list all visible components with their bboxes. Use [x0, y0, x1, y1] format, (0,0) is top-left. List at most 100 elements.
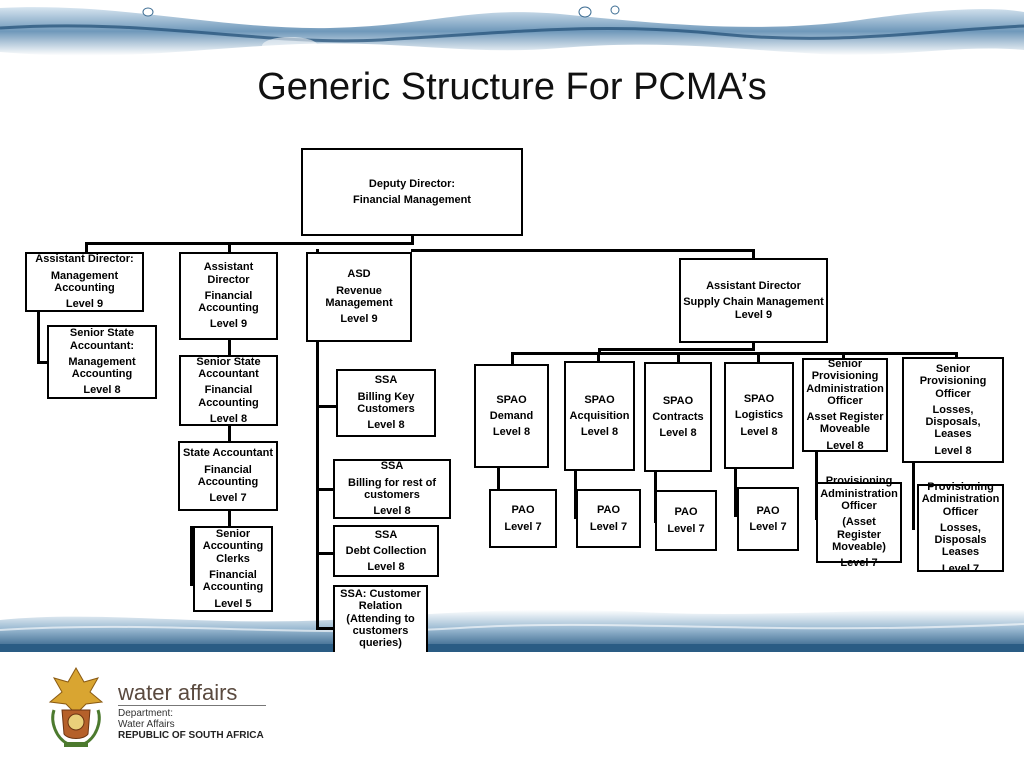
pao-contracts-box: PAO Level 7: [655, 490, 717, 551]
pao-acquisition-box: PAO Level 7: [576, 489, 641, 548]
box-text-line: Level 9: [65, 298, 104, 311]
pao-logistics-box: PAO Level 7: [737, 487, 799, 551]
box-text-line: Contracts: [652, 410, 704, 423]
box-text-line: State Accountant: [182, 447, 274, 460]
box-text-line: Level 8: [492, 426, 531, 439]
box-text-line: Logistics: [734, 409, 784, 422]
brand-divider: [118, 705, 266, 706]
connector-line: [734, 469, 737, 517]
water-splash-top-decoration: [0, 0, 1024, 70]
box-text-line: Senior State Accountant: [196, 355, 261, 381]
box-text-line: SPAO: [743, 393, 775, 406]
box-text-line: Asset Register Moveable: [806, 411, 884, 436]
connector-line: [597, 352, 600, 361]
box-text-line: Senior Provisioning Administration Offic…: [806, 357, 884, 407]
box-text-line: PAO: [674, 506, 698, 519]
box-text-line: Level 7: [749, 521, 787, 533]
box-text-line: SSA: Customer Relation (Attending to cus…: [340, 588, 421, 650]
pao-asset-register-box: Provisioning Administration Officer(Asse…: [816, 475, 902, 569]
box-text-line: Assistant Director:: [35, 253, 134, 266]
box-text-line: Level 8: [659, 427, 697, 440]
box-text-line: Level 8: [83, 384, 121, 397]
connector-line: [316, 488, 333, 491]
connector-line: [316, 405, 336, 408]
box-text-line: SSA: [374, 374, 398, 387]
country-name: REPUBLIC OF SOUTH AFRICA: [118, 730, 264, 741]
box-text-line: Level 8: [934, 444, 972, 457]
box-text-line: SSA: [380, 460, 404, 473]
connector-line: [912, 463, 915, 530]
box-text-line: Losses, Disposals Leases: [934, 521, 987, 559]
connector-line: [228, 426, 231, 441]
box-text-line: Losses, Disposals, Leases: [925, 403, 981, 441]
connector-line: [677, 352, 680, 362]
connector-line: [574, 471, 577, 519]
box-text-line: Billing for rest of customers: [348, 476, 436, 501]
box-text-line: Senior State Accountant:: [69, 327, 135, 352]
connector-line: [598, 348, 601, 354]
box-text-line: Assistant Director: [203, 261, 254, 286]
box-text-line: Level 7: [589, 520, 628, 533]
box-text-line: Senior Accounting Clerks: [202, 528, 264, 565]
box-text-line: Level 7: [504, 520, 542, 533]
box-text-line: PAO: [511, 504, 535, 517]
box-text-line: Financial Accounting: [198, 289, 259, 315]
box-text-line: Financial Accounting: [197, 463, 259, 488]
box-text-line: Financial Management: [353, 194, 471, 206]
box-text-line: ASD: [347, 268, 371, 281]
box-text-line: Level 7: [667, 522, 705, 535]
box-text-line: Level 7: [941, 562, 980, 575]
box-text-line: Demand: [489, 409, 534, 422]
connector-line: [190, 526, 193, 586]
box-text-line: SPAO: [496, 393, 527, 406]
box-text-line: Supply Chain Management Level 9: [683, 296, 824, 321]
connector-line: [228, 511, 231, 527]
connector-line: [752, 343, 755, 351]
box-text-line: PAO: [756, 504, 780, 517]
box-text-line: Level 7: [209, 492, 247, 505]
connector-line: [511, 352, 514, 364]
box-text-line: PAO: [596, 504, 621, 517]
deputy-director-box: Deputy Director: Financial Management: [301, 148, 523, 236]
department-label: Department:: [118, 708, 174, 719]
connector-line: [757, 352, 760, 362]
box-text-line: Level 8: [580, 426, 619, 439]
connector-line: [752, 249, 755, 258]
box-text-line: (Asset Register Moveable): [832, 516, 886, 553]
box-text-line: Management Accounting: [50, 269, 119, 294]
box-text-line: Senior Provisioning Officer: [919, 362, 987, 400]
pao-demand-box: PAO Level 7: [489, 489, 557, 548]
box-text-line: Financial Accounting: [198, 384, 259, 409]
connector-line: [411, 249, 755, 252]
connector-line: [955, 352, 958, 357]
box-text-line: Level 8: [367, 419, 405, 432]
box-text-line: Level 7: [840, 557, 878, 570]
box-text-line: SPAO: [662, 394, 694, 407]
box-text-line: Billing Key Customers: [357, 390, 415, 415]
connector-line: [37, 361, 47, 364]
spao-asset-register-box: Senior Provisioning Administration Offic…: [802, 358, 888, 452]
box-text-line: Deputy Director:: [368, 177, 456, 190]
slide-title: Generic Structure For PCMA’s: [257, 66, 767, 108]
box-text-line: SSA: [374, 528, 398, 541]
brand-name: water affairs: [118, 680, 238, 705]
coat-of-arms-logo: [48, 666, 104, 747]
ssa-management-accounting-box: Senior State Accountant: Management Accou…: [47, 325, 157, 399]
box-text-line: Management Accounting: [68, 355, 136, 381]
box-text-line: Assistant Director: [706, 280, 801, 293]
connector-line: [228, 242, 231, 252]
connector-line: [85, 242, 88, 252]
water-splash-bottom-decoration: [0, 609, 1024, 652]
